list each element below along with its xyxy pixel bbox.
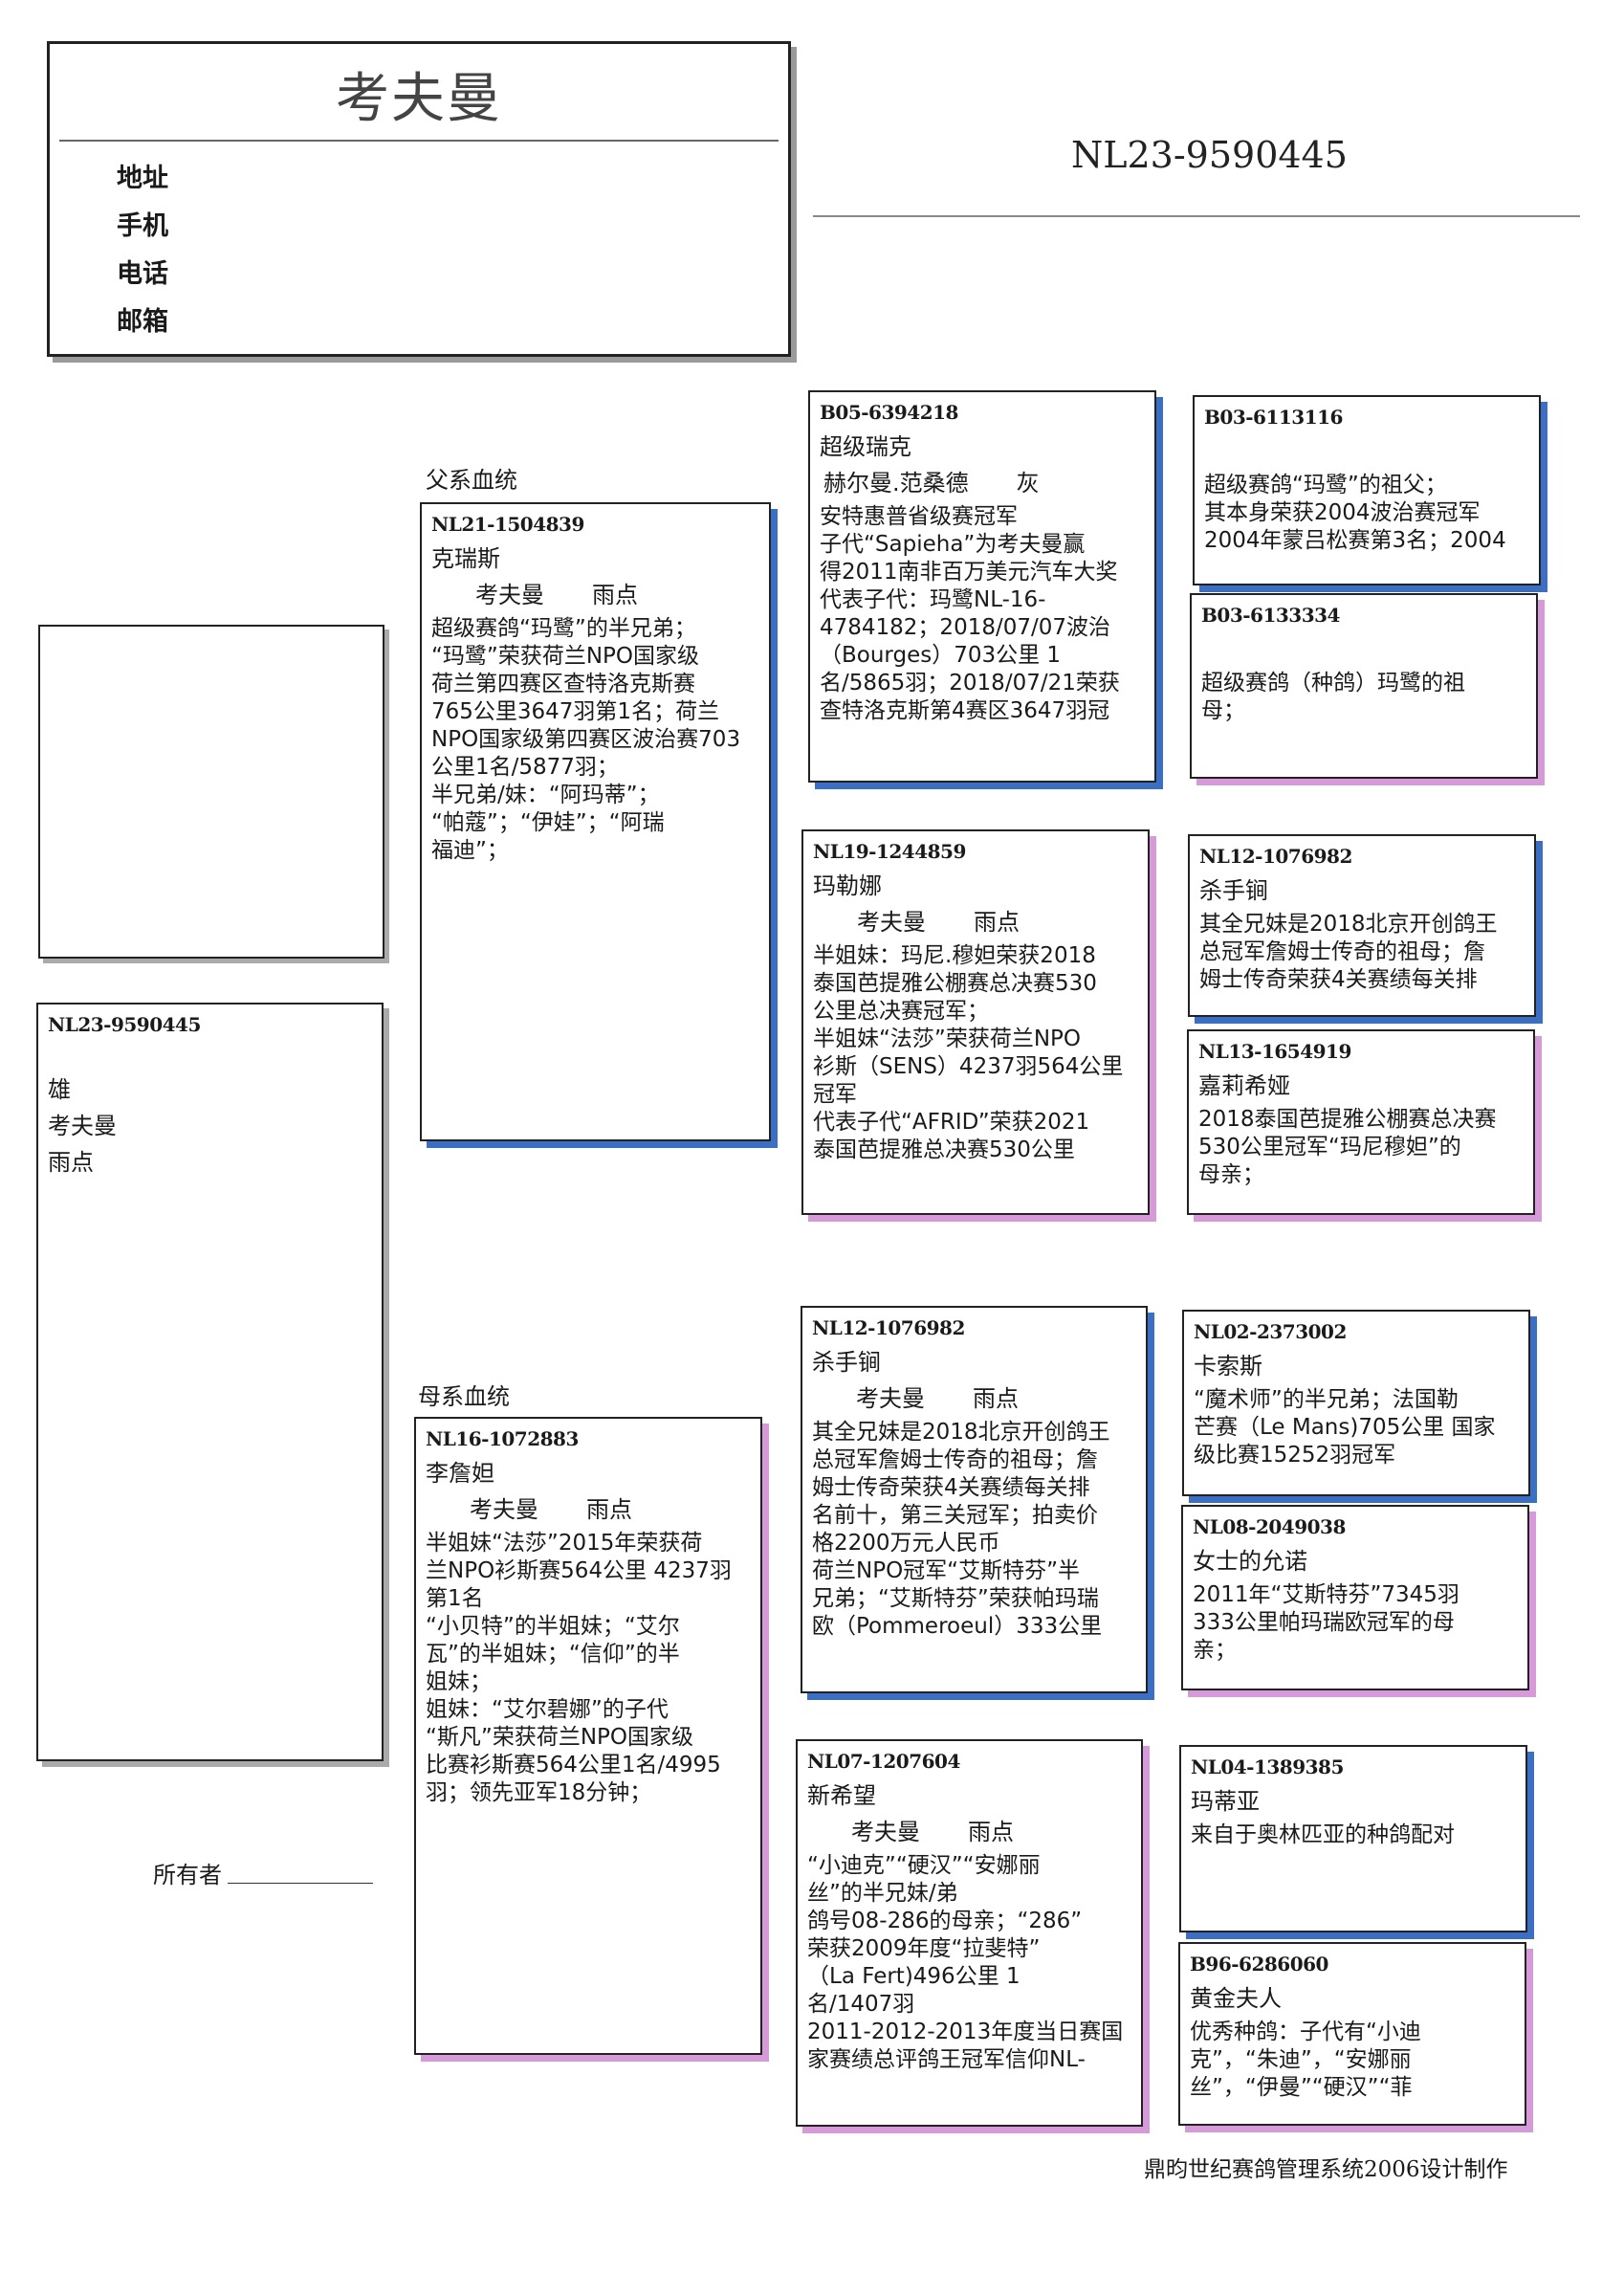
- owner-line: 赫尔曼.范桑德 灰: [820, 467, 1145, 499]
- ring-number: NL12-1076982: [812, 1316, 965, 1339]
- bird-name: 新希望: [807, 1782, 876, 1809]
- dds-card: NL04-1389385 玛蒂亚 来自于奥林匹亚的种鸽配对: [1179, 1745, 1527, 1932]
- owner: 考夫曼: [470, 1496, 538, 1523]
- phone-label: 电话: [117, 259, 168, 289]
- bird-name: 杀手锏: [812, 1349, 881, 1376]
- ring-number: NL12-1076982: [1199, 845, 1352, 868]
- ring-number-title: NL23-9590445: [1071, 134, 1348, 176]
- owner: 考夫曼: [475, 582, 544, 608]
- notes: 超级赛鸽“玛鹭”的祖父； 其本身荣获2004波治赛冠军 2004年蒙吕松赛第3名…: [1204, 473, 1506, 553]
- dss-card: NL02-2373002 卡索斯 “魔术师”的半兄弟；法国勒 芒赛（Le Man…: [1182, 1310, 1530, 1496]
- bird-detail: 雨点: [973, 1385, 1019, 1412]
- ssd-card: B03-6133334 超级赛鸽（种鸽）玛鹭的祖 母；: [1190, 593, 1538, 779]
- ring-number: NL23-9590445: [48, 1013, 201, 1036]
- bird-name: [1201, 633, 1526, 666]
- sds-card: NL12-1076982 杀手锏 其全兄妹是2018北京开创鸽王 总冠军詹姆士传…: [1188, 834, 1536, 1017]
- bird-detail: 雨点: [592, 582, 638, 608]
- ring-number: NL21-1504839: [431, 513, 584, 536]
- ring-number: NL08-2049038: [1193, 1515, 1346, 1538]
- photo-placeholder: [38, 625, 384, 959]
- bird-name: 玛勒娜: [813, 872, 882, 899]
- owner-line: 考夫曼 雨点: [431, 579, 759, 611]
- email-label: 邮箱: [117, 307, 168, 337]
- owner-line: 考夫曼 雨点: [813, 906, 1138, 938]
- bird-name: 女士的允诺: [1193, 1548, 1307, 1575]
- owner-info-card: 考夫曼 地址 手机 电话 邮箱: [47, 41, 791, 357]
- divider: [59, 140, 779, 142]
- owner-line: 考夫曼 雨点: [807, 1816, 1131, 1848]
- ring-number: NL07-1207604: [807, 1750, 960, 1773]
- dam-dam-card: NL07-1207604 新希望 考夫曼 雨点 “小迪克”“硬汉”“安娜丽 丝”的…: [796, 1739, 1143, 2127]
- bird-detail: 雨点: [586, 1496, 632, 1523]
- owner-signature-label: 所有者: [153, 1862, 222, 1888]
- ddd-card: B96-6286060 黄金夫人 优秀种鸽：子代有“小迪 克”，“朱迪”，“安娜…: [1178, 1942, 1526, 2126]
- bird-name: 嘉莉希娅: [1198, 1072, 1290, 1099]
- mobile-label: 手机: [117, 211, 168, 241]
- bird-name: 卡索斯: [1194, 1353, 1262, 1380]
- sire-card: NL21-1504839 克瑞斯 考夫曼 雨点 超级赛鸽“玛鹭”的半兄弟； “玛鹭…: [420, 502, 771, 1141]
- sex: 雄: [48, 1076, 71, 1103]
- bird-name: 克瑞斯: [431, 545, 500, 572]
- notes: 半姐妹：玛尼.穆妲荣获2018 泰国芭提雅公棚赛总决赛530 公里总决赛冠军； …: [813, 943, 1124, 1162]
- sdd-card: NL13-1654919 嘉莉希娅 2018泰国芭提雅公棚赛总决赛 530公里冠…: [1187, 1029, 1535, 1215]
- subject-bird-card: NL23-9590445 雄 考夫曼 雨点: [36, 1003, 384, 1761]
- dam-line-label: 母系血统: [418, 1383, 510, 1410]
- notes: 其全兄妹是2018北京开创鸽王 总冠军詹姆士传奇的祖母；詹 姆士传奇荣获4关赛绩…: [1199, 912, 1498, 992]
- ring-number: NL16-1072883: [426, 1427, 579, 1450]
- ring-number: B03-6113116: [1204, 406, 1343, 429]
- bird-detail: 雨点: [974, 909, 1020, 936]
- notes: 半姐妹“法莎”2015年荣获荷 兰NPO衫斯赛564公里 4237羽 第1名 “…: [426, 1531, 732, 1805]
- signature-line: [228, 1883, 373, 1884]
- bird-name: 杀手锏: [1199, 877, 1268, 904]
- owner-line: 考夫曼 雨点: [812, 1382, 1136, 1415]
- ring-number: NL13-1654919: [1198, 1040, 1351, 1063]
- bird-name: 李詹妲: [426, 1460, 494, 1487]
- bird-name: 黄金夫人: [1190, 1985, 1282, 2012]
- dam-card: NL16-1072883 李詹妲 考夫曼 雨点 半姐妹“法莎”2015年荣获荷 兰…: [414, 1417, 762, 2055]
- notes: 2018泰国芭提雅公棚赛总决赛 530公里冠军“玛尼穆妲”的 母亲；: [1198, 1107, 1497, 1187]
- sss-card: B03-6113116 超级赛鸽“玛鹭”的祖父； 其本身荣获2004波治赛冠军 …: [1193, 395, 1541, 585]
- bird-name: 玛蒂亚: [1191, 1788, 1260, 1815]
- bird-name: 雨点: [48, 1149, 94, 1176]
- ring-number: B96-6286060: [1190, 1953, 1328, 1976]
- notes: “小迪克”“硬汉”“安娜丽 丝”的半兄妹/弟 鸽号08-286的母亲；“286”…: [807, 1853, 1124, 2072]
- bird-name: [1204, 435, 1529, 468]
- owner: 考夫曼: [48, 1113, 117, 1139]
- divider: [813, 215, 1580, 217]
- notes: 来自于奥林匹亚的种鸽配对: [1191, 1822, 1455, 1847]
- sire-line-label: 父系血统: [426, 467, 517, 494]
- notes: 优秀种鸽：子代有“小迪 克”，“朱迪”，“安娜丽 丝”，“伊曼”“硬汉”“菲: [1190, 2020, 1421, 2100]
- owner-line: 考夫曼 雨点: [426, 1493, 751, 1526]
- owner: 考夫曼: [856, 1385, 925, 1412]
- notes: 其全兄妹是2018北京开创鸽王 总冠军詹姆士传奇的祖母；詹 姆士传奇荣获4关赛绩…: [812, 1420, 1110, 1639]
- color: 灰: [1016, 470, 1040, 497]
- owner: 赫尔曼.范桑德: [823, 470, 969, 497]
- notes: 2011年“艾斯特芬”7345羽 333公里帕玛瑞欧冠军的母 亲；: [1193, 1582, 1459, 1663]
- notes: 超级赛鸽“玛鹭”的半兄弟； “玛鹭”荣获荷兰NPO国家级 荷兰第四赛区查特洛克斯…: [431, 616, 741, 863]
- bird-name: 超级瑞克: [820, 433, 911, 460]
- footer-credit: 鼎昀世纪赛鸽管理系统2006设计制作: [1144, 2157, 1508, 2182]
- notes: 安特惠普省级赛冠军 子代“Sapieha”为考夫曼赢 得2011南非百万美元汽车…: [820, 504, 1120, 723]
- ring-number: NL19-1244859: [813, 840, 966, 863]
- dsd-card: NL08-2049038 女士的允诺 2011年“艾斯特芬”7345羽 333公…: [1181, 1505, 1529, 1690]
- notes: “魔术师”的半兄弟；法国勒 芒赛（Le Mans)705公里 国家 级比赛152…: [1194, 1387, 1496, 1468]
- owner: 考夫曼: [857, 909, 926, 936]
- ring-number: NL04-1389385: [1191, 1755, 1344, 1778]
- ring-number: B03-6133334: [1201, 604, 1340, 627]
- sire-sire-card: B05-6394218 超级瑞克 赫尔曼.范桑德 灰 安特惠普省级赛冠军 子代“S…: [808, 390, 1156, 783]
- address-label: 地址: [117, 164, 168, 193]
- sire-dam-card: NL19-1244859 玛勒娜 考夫曼 雨点 半姐妹：玛尼.穆妲荣获2018 泰…: [801, 829, 1150, 1215]
- ring-number: B05-6394218: [820, 401, 958, 424]
- owner-title: 考夫曼: [336, 68, 502, 130]
- dam-sire-card: NL12-1076982 杀手锏 考夫曼 雨点 其全兄妹是2018北京开创鸽王 总…: [801, 1306, 1148, 1693]
- ring-number: NL02-2373002: [1194, 1320, 1347, 1343]
- owner: 考夫曼: [851, 1819, 920, 1845]
- notes: 超级赛鸽（种鸽）玛鹭的祖 母；: [1201, 671, 1465, 723]
- bird-detail: 雨点: [968, 1819, 1014, 1845]
